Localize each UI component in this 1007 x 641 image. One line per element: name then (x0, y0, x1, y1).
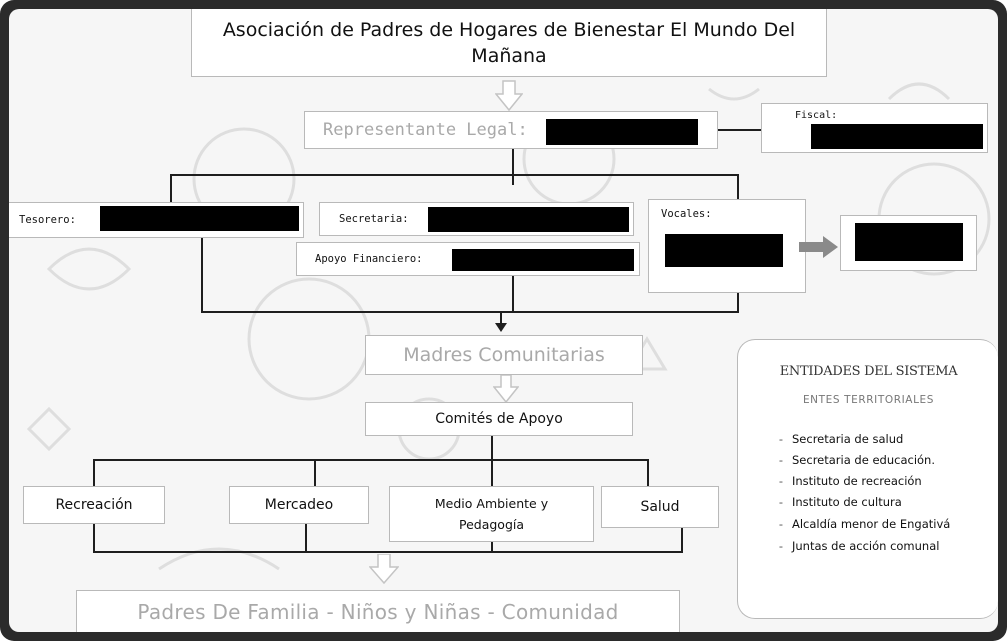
down-arrow-icon (495, 323, 507, 332)
association-title-box: Asociación de Padres de Hogares de Biene… (191, 9, 827, 77)
vocales-label: Vocales: (661, 208, 712, 220)
connector-line (718, 129, 770, 131)
entidad-item: -Juntas de acción comunal (778, 539, 940, 553)
medio-ambiente-box: Medio Ambiente y Pedagogía (389, 486, 594, 542)
connector-line (201, 311, 739, 313)
vocal-member-redaction (855, 223, 963, 261)
connector-line (512, 276, 514, 312)
connector-line (170, 174, 738, 176)
madres-comunitarias-box: Madres Comunitarias (365, 335, 643, 375)
org-chart-canvas: Asociación de Padres de Hogares de Biene… (9, 9, 998, 632)
hollow-down-arrow-icon (369, 554, 399, 584)
connector-line (93, 459, 95, 487)
entidad-item: -Secretaria de salud (778, 432, 904, 446)
salud-label: Salud (640, 499, 680, 515)
padres-de-familia-label: Padres De Familia - Niños y Niñas - Comu… (137, 599, 619, 624)
fiscal-redaction (811, 124, 983, 149)
entidades-del-sistema-panel: ENTIDADES DEL SISTEMA ENTES TERRITORIALE… (737, 339, 998, 619)
connector-line (305, 524, 307, 552)
connector-line (170, 174, 172, 203)
connector-line (512, 149, 514, 185)
vocales-redaction (665, 234, 783, 267)
comites-de-apoyo-box: Comités de Apoyo (365, 402, 633, 436)
fiscal-label: Fiscal: (795, 110, 838, 121)
entidad-item: -Alcaldía menor de Engativá (778, 517, 951, 531)
recreacion-label: Recreación (55, 497, 133, 513)
apoyo-financiero-label: Apoyo Financiero: (315, 253, 423, 265)
representante-legal-redaction (546, 119, 698, 145)
madres-comunitarias-label: Madres Comunitarias (403, 344, 605, 366)
connector-line (314, 459, 316, 487)
connector-line (491, 459, 493, 487)
medio-ambiente-label-line2: Pedagogía (458, 517, 525, 532)
connector-line (647, 459, 649, 487)
comites-de-apoyo-label: Comités de Apoyo (435, 411, 563, 427)
entidad-item: -Secretaria de educación. (778, 453, 935, 467)
padres-de-familia-box: Padres De Familia - Niños y Niñas - Comu… (76, 590, 680, 632)
connector-line (93, 459, 649, 461)
entidad-item: -Instituto de cultura (778, 495, 902, 509)
salud-box: Salud (601, 486, 719, 528)
representante-legal-label: Representante Legal: (323, 120, 528, 140)
tesorero-redaction (100, 206, 299, 231)
connector-line (93, 551, 683, 553)
association-title-line2: Mañana (471, 44, 547, 67)
association-title-line1: Asociación de Padres de Hogares de Biene… (222, 18, 796, 41)
gray-block-arrow-icon (799, 236, 838, 258)
entidades-title: ENTIDADES DEL SISTEMA (779, 364, 958, 379)
mercadeo-box: Mercadeo (229, 486, 369, 524)
connector-line (737, 174, 739, 202)
connector-line (201, 238, 203, 312)
mercadeo-label: Mercadeo (264, 497, 334, 513)
connector-line (681, 528, 683, 552)
secretaria-label: Secretaria: (339, 213, 409, 225)
medio-ambiente-label-line1: Medio Ambiente y (434, 496, 549, 511)
hollow-down-arrow-icon (493, 375, 519, 403)
connector-line (737, 293, 739, 312)
entidad-item: -Instituto de recreación (778, 474, 922, 488)
secretaria-redaction (428, 207, 629, 232)
hollow-down-arrow-icon (495, 80, 523, 112)
tesorero-label: Tesorero: (19, 214, 76, 226)
connector-line (491, 542, 493, 552)
connector-line (93, 524, 95, 552)
entidades-subtitle: ENTES TERRITORIALES (802, 394, 935, 406)
recreacion-box: Recreación (23, 486, 165, 524)
connector-line (500, 311, 502, 326)
connector-line (491, 436, 493, 460)
apoyo-financiero-redaction (452, 249, 634, 271)
